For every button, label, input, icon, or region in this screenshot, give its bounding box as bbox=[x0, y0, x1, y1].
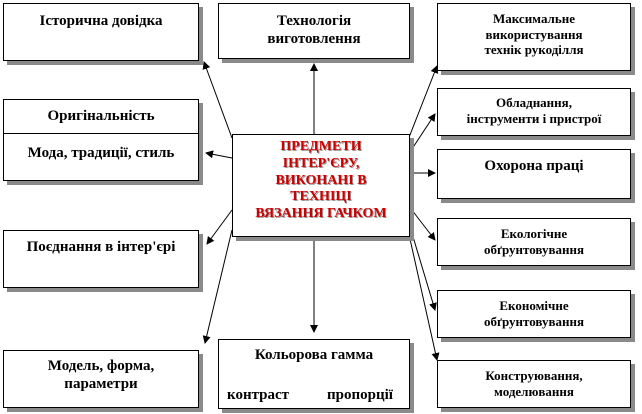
model-line-1: Модель, форма, bbox=[47, 358, 155, 374]
arrow-to-construction bbox=[407, 229, 440, 361]
center-line-1: ПРЕДМЕТИ bbox=[280, 139, 362, 154]
arrow-to-ecology bbox=[407, 204, 436, 241]
ecology-box: Екологічне обґрунтовування bbox=[437, 218, 631, 266]
color-box: Кольорова гамма контраст пропорції bbox=[218, 339, 410, 409]
technology-box: Технологія виготовлення bbox=[218, 3, 410, 59]
construction-line-1: Конструювання, bbox=[485, 368, 583, 383]
max-use-line-1: Максимальне bbox=[492, 11, 575, 26]
originality-title: Оригінальність bbox=[47, 108, 155, 124]
labor-box: Охорона праці bbox=[437, 149, 631, 199]
arrow-to-model bbox=[202, 229, 233, 344]
originality-subtitle: Мода, традиції, стиль bbox=[27, 145, 175, 161]
arrow-to-equipment bbox=[407, 113, 436, 156]
center-line-3: ВИКОНАНІ В bbox=[275, 172, 367, 188]
proportions-label: пропорції bbox=[327, 387, 393, 403]
max-use-line-2: використування bbox=[485, 26, 583, 42]
arrow-to-economy bbox=[407, 219, 437, 311]
center-line-5: ВЯЗАННЯ ГАЧКОМ bbox=[255, 206, 387, 222]
arrow-to-interior bbox=[206, 209, 233, 245]
arrow-to-max-use bbox=[407, 65, 439, 141]
interior-box: Поєднання в інтер'єрі bbox=[3, 230, 199, 288]
color-title: Кольорова гамма bbox=[254, 347, 374, 363]
center-line-4: ТЕХНІЦІ bbox=[290, 189, 352, 205]
equipment-box: Обладнання, інструменти і пристрої bbox=[437, 88, 631, 136]
economy-line-2: обґрунтовування bbox=[483, 313, 585, 329]
history-box: Історична довідка bbox=[3, 3, 199, 61]
originality-box: Оригінальність Мода, традиції, стиль bbox=[3, 99, 199, 181]
construction-line-2: моделювання bbox=[494, 383, 574, 399]
model-box: Модель, форма, параметри bbox=[3, 350, 199, 408]
labor-label: Охорона праці bbox=[484, 158, 584, 174]
equipment-line-1: Обладнання, bbox=[496, 95, 572, 110]
arrow-to-originality bbox=[205, 150, 233, 159]
ecology-line-2: обґрунтовування bbox=[483, 241, 585, 257]
center-line-2: ІНТЕР'ЄРУ, bbox=[282, 155, 360, 171]
arrow-to-history bbox=[202, 61, 233, 139]
originality-divider bbox=[4, 133, 198, 134]
interior-label: Поєднання в інтер'єрі bbox=[26, 239, 176, 255]
technology-line-2: виготовлення bbox=[267, 31, 361, 47]
ecology-line-1: Екологічне bbox=[500, 226, 568, 241]
max-use-box: Максимальне використування технік рукоді… bbox=[437, 3, 631, 71]
economy-line-1: Економічне bbox=[499, 298, 569, 313]
contrast-label: контраст bbox=[227, 387, 290, 403]
equipment-line-2: інструменти і пристрої bbox=[466, 110, 602, 126]
model-line-2: параметри bbox=[64, 376, 138, 392]
construction-box: Конструювання, моделювання bbox=[437, 360, 631, 408]
history-label: Історична довідка bbox=[39, 13, 163, 29]
max-use-line-3: технік рукоділля bbox=[484, 42, 584, 58]
technology-line-1: Технологія bbox=[276, 13, 352, 29]
economy-box: Економічне обґрунтовування bbox=[437, 290, 631, 338]
center-box: ПРЕДМЕТИ ІНТЕР'ЄРУ, ВИКОНАНІ В ТЕХНІЦІ В… bbox=[232, 134, 410, 237]
